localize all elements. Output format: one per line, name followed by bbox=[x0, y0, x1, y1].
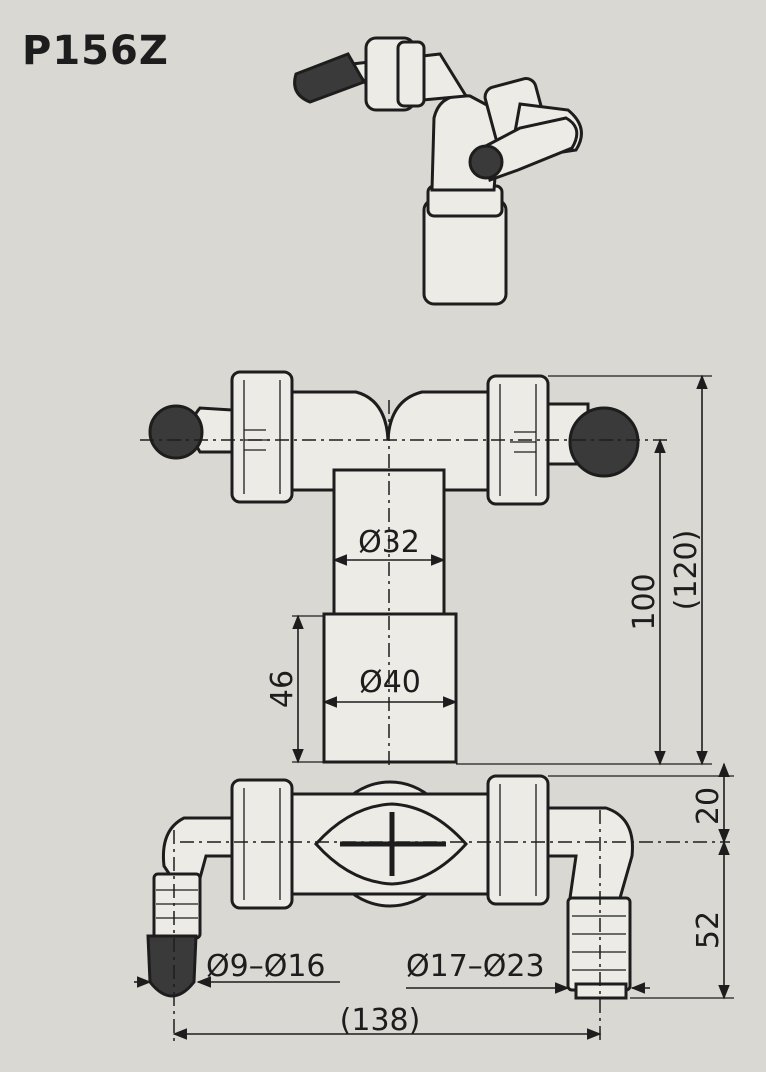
perspective-view bbox=[293, 36, 583, 306]
dim-outlet-drop: 52 bbox=[691, 911, 726, 949]
model-code: P156Z bbox=[22, 28, 169, 74]
dim-overall-height: (120) bbox=[669, 530, 704, 611]
dim-base-offset: 20 bbox=[691, 787, 726, 825]
dim-socket-length: 46 bbox=[265, 670, 300, 708]
dim-right-hose: Ø17–Ø23 bbox=[406, 949, 545, 984]
front-view bbox=[140, 370, 712, 770]
plan-view bbox=[134, 762, 734, 1044]
dim-left-hose: Ø9–Ø16 bbox=[206, 949, 326, 984]
dim-pipe-diameter: Ø32 bbox=[358, 525, 420, 560]
dim-socket-diameter: Ø40 bbox=[359, 665, 421, 700]
dim-overall-width: (138) bbox=[340, 1003, 421, 1038]
dim-height: 100 bbox=[627, 573, 662, 630]
